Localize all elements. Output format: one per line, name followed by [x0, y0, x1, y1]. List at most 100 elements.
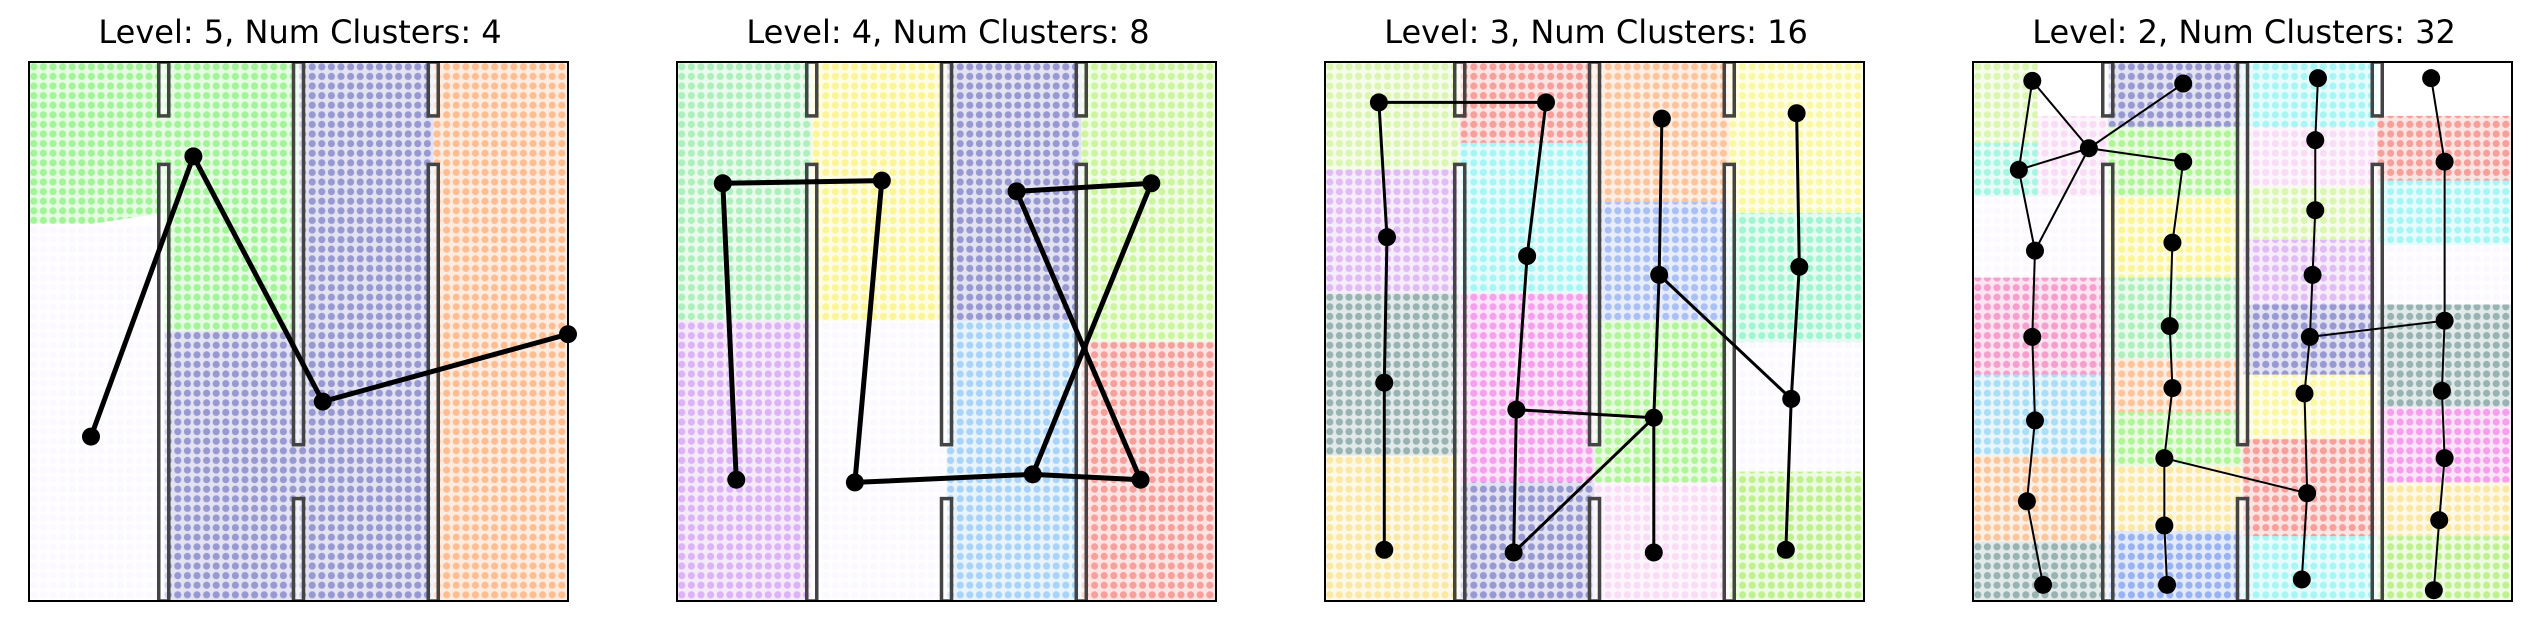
- graph-node: [2298, 484, 2317, 503]
- axes-frame: [676, 61, 1217, 602]
- graph-edge: [1014, 188, 1144, 483]
- cluster-region: [2377, 482, 2512, 537]
- graph-node: [845, 473, 864, 492]
- graph-edge: [1514, 254, 1529, 412]
- cluster-region: [1459, 142, 1595, 294]
- plot-panel-2: [676, 61, 1217, 602]
- graph-edge: [1795, 111, 1801, 269]
- wall-segment: [805, 162, 819, 601]
- cluster-region: [2377, 115, 2512, 181]
- panel-title-2: Level: 4, Num Clusters: 8: [746, 13, 1149, 51]
- panel-title-3: Level: 3, Num Clusters: 16: [1384, 13, 1808, 51]
- graph-edge: [2031, 249, 2036, 338]
- graph-node: [1644, 408, 1663, 427]
- graph-edge: [2031, 335, 2036, 422]
- graph-edge: [1525, 100, 1548, 258]
- cluster-map: [677, 62, 1216, 601]
- graph-edge: [2300, 492, 2309, 581]
- graph-edge: [2308, 319, 2446, 338]
- cluster-region: [2242, 126, 2378, 186]
- cluster-region: [2377, 62, 2512, 116]
- graph-node: [727, 470, 746, 489]
- graph-node: [2430, 511, 2449, 530]
- graph-edge: [2163, 457, 2309, 495]
- graph-node: [1377, 228, 1396, 247]
- graph-node: [1369, 93, 1388, 112]
- cluster-region: [433, 62, 568, 601]
- graph-node: [1776, 540, 1795, 559]
- graph-edge: [2303, 335, 2311, 395]
- graph-node: [2300, 327, 2319, 346]
- graph-node: [2163, 233, 2182, 252]
- graph-edge: [2430, 77, 2446, 163]
- cluster-region: [298, 62, 434, 601]
- graph-node: [1650, 265, 1669, 284]
- graph-node: [2017, 492, 2036, 511]
- wall-segment: [426, 62, 440, 118]
- graph-node: [2174, 74, 2193, 93]
- cluster-region: [163, 62, 299, 332]
- cluster-region: [1594, 482, 1730, 601]
- graph-edge: [1382, 235, 1389, 385]
- cluster-region: [1325, 293, 1460, 456]
- graph-node: [1644, 543, 1663, 562]
- graph-edge: [2087, 82, 2185, 150]
- cluster-region: [2037, 62, 2108, 116]
- cluster-region: [163, 331, 299, 601]
- cluster-region: [2242, 62, 2378, 127]
- graph-node: [713, 174, 732, 193]
- graph-node: [1375, 540, 1394, 559]
- graph-node: [1131, 470, 1150, 489]
- wall-segment: [1722, 162, 1736, 601]
- cluster-region: [1729, 471, 1864, 601]
- plot-panel-1: [28, 61, 577, 602]
- cluster-region: [2107, 530, 2243, 601]
- cluster-region: [1459, 482, 1595, 601]
- cluster-region: [2107, 277, 2243, 359]
- cluster-region: [2377, 536, 2512, 601]
- graph-edge: [2017, 79, 2034, 171]
- plot-panel-4: [1972, 61, 2513, 602]
- wall-segment: [2370, 62, 2384, 118]
- cluster-map: [29, 62, 568, 601]
- graph-edge: [2440, 389, 2446, 460]
- graph-node: [184, 147, 203, 166]
- graph-edge: [2017, 168, 2036, 252]
- cluster-region: [29, 223, 164, 601]
- graph-edge: [2031, 79, 2090, 150]
- graph-edge: [2438, 457, 2446, 522]
- axes-frame: [1972, 61, 2513, 602]
- graph-edge: [1512, 408, 1518, 554]
- cluster-region: [1973, 142, 2038, 197]
- wall-segment: [2101, 162, 2115, 601]
- graph-node: [2023, 71, 2042, 90]
- graph-node: [313, 392, 332, 411]
- wall-segment: [1453, 62, 1467, 118]
- graph-edge: [720, 180, 739, 483]
- graph-edge: [1789, 265, 1801, 401]
- graph-edge: [1514, 408, 1656, 420]
- graph-node: [1782, 389, 1801, 408]
- graph-node: [1142, 174, 1161, 193]
- cluster-region: [1973, 196, 2108, 278]
- graph-edge: [2168, 325, 2174, 390]
- wall-segment: [1587, 62, 1602, 447]
- cluster-region: [1325, 455, 1460, 601]
- graph-node: [2034, 575, 2053, 594]
- plot-areas: [28, 61, 2513, 602]
- cluster-region: [1325, 62, 1460, 170]
- cluster-region: [1081, 342, 1216, 601]
- cluster-region: [1729, 342, 1864, 472]
- graph-node: [2025, 411, 2044, 430]
- graph-edge: [1784, 397, 1793, 552]
- wall-segment: [2235, 62, 2250, 447]
- panel-title-4: Level: 2, Num Clusters: 32: [2032, 13, 2456, 51]
- cluster-region: [2377, 304, 2512, 407]
- graph-edge: [852, 178, 885, 485]
- graph-node: [2308, 69, 2327, 88]
- cluster-region: [2107, 466, 2243, 531]
- graph-edge: [2440, 319, 2446, 392]
- graph-node: [2079, 139, 2098, 158]
- cluster-region: [2242, 374, 2378, 440]
